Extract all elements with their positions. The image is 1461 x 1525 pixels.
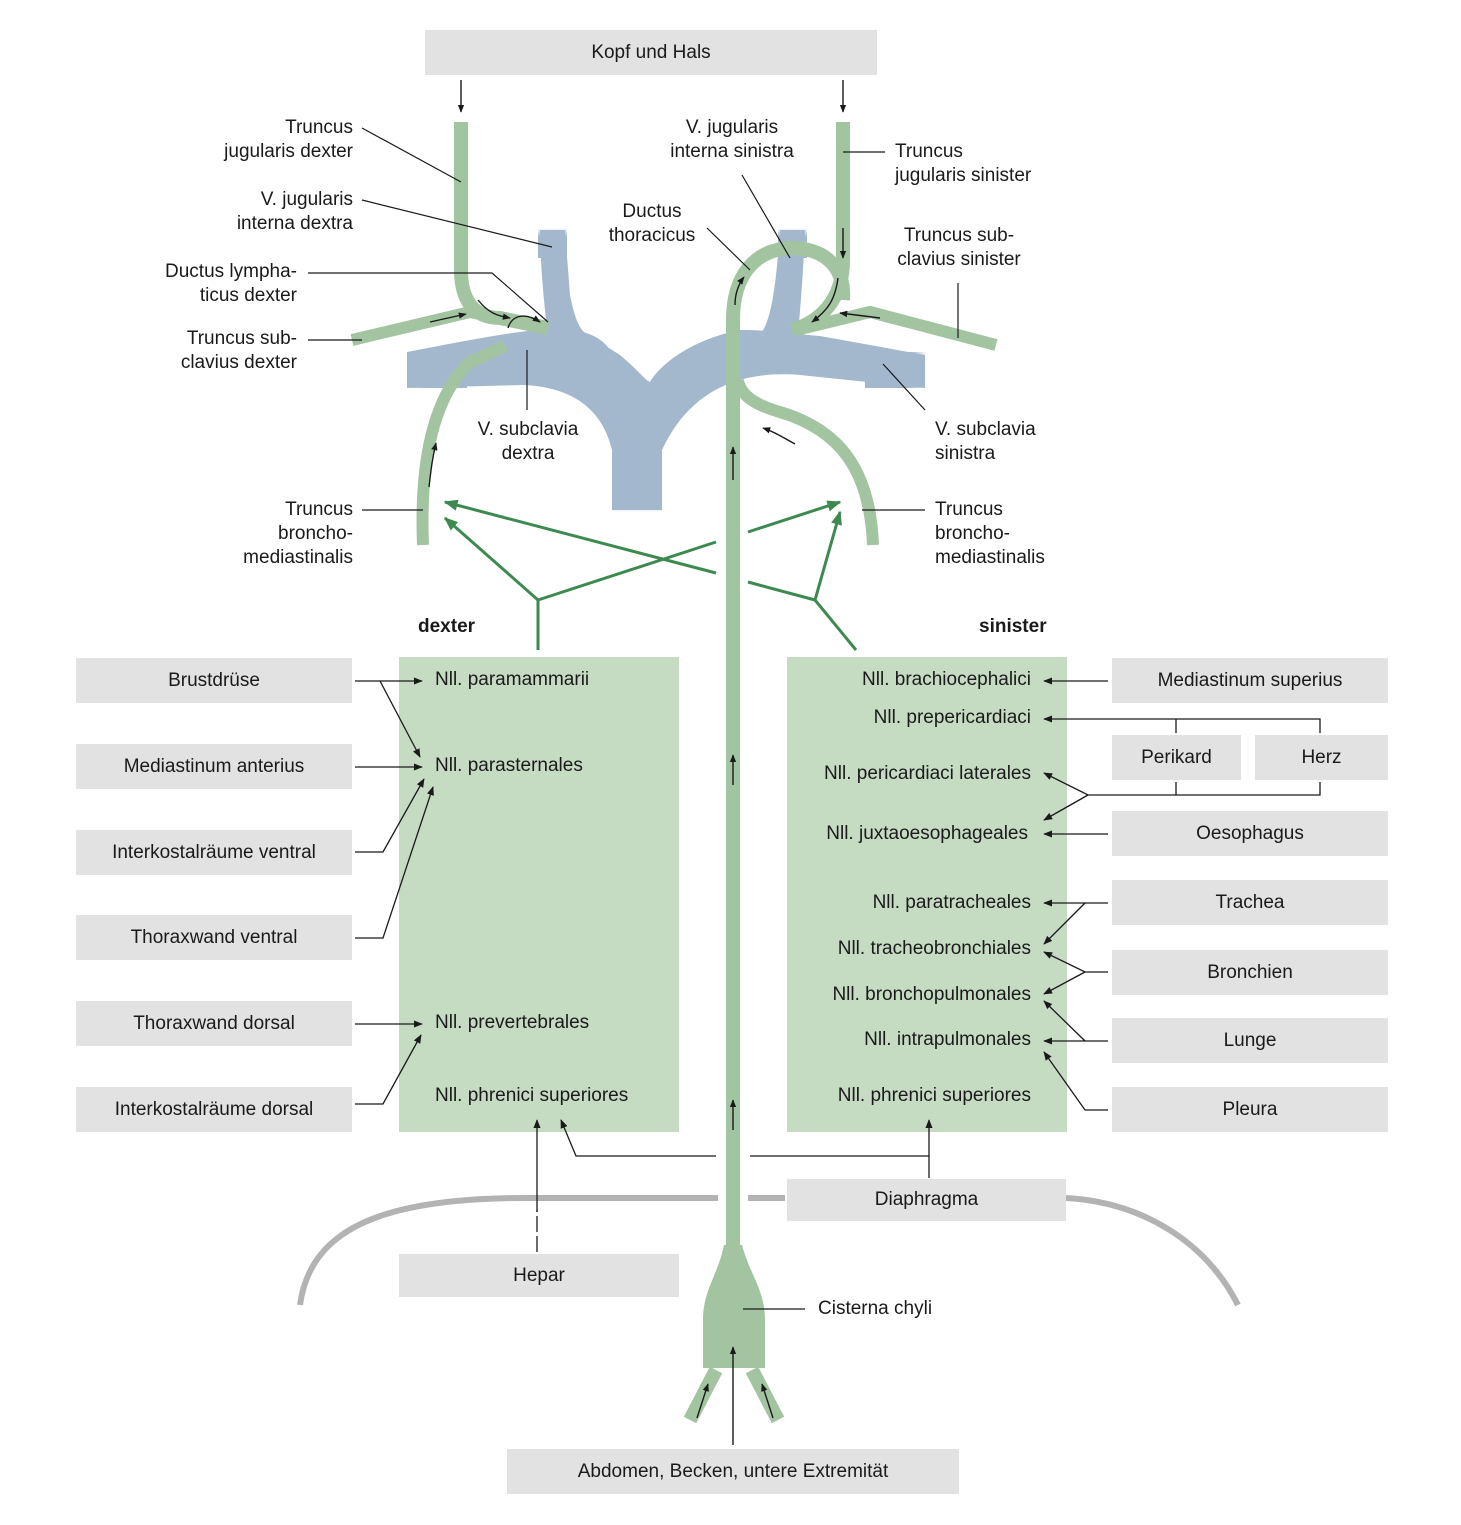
label-truncus-subclavius-sinister: Truncus sub- clavius sinister [897, 225, 1021, 270]
truncus-bronchomediastinalis-dexter-vessel [416, 340, 508, 546]
thoraxwand-ventral-box: Thoraxwand ventral [76, 915, 352, 960]
node-juxtaoesophageales: Nll. juxtaoesophageales [826, 823, 1028, 844]
label-truncus-jugularis-dexter: Truncus jugularis dexter [224, 117, 353, 162]
pleura-box: Pleura [1112, 1087, 1388, 1132]
bronchien-box: Bronchien [1112, 950, 1388, 995]
interkostal-dorsal-box: Interkostalräume dorsal [76, 1087, 352, 1132]
node-paramammarii: Nll. paramammarii [435, 669, 590, 690]
truncus-subclavius-sinister-vessel [794, 305, 998, 351]
node-brachiocephalici: Nll. brachiocephalici [862, 669, 1031, 690]
perikard-box: Perikard [1112, 735, 1241, 780]
label-v-subclavia-sinistra: V. subclavia sinistra [935, 419, 1036, 464]
node-prepericardiaci: Nll. prepericardiaci [873, 707, 1031, 728]
node-pericardiaci-laterales: Nll. pericardiaci laterales [824, 763, 1031, 784]
label-cisterna-chyli: Cisterna chyli [818, 1298, 933, 1319]
node-paratracheales: Nll. paratracheales [872, 892, 1031, 913]
lunge-box: Lunge [1112, 1018, 1388, 1063]
left-source-arrows [355, 677, 434, 1105]
ductus-over-panel [726, 380, 740, 1250]
v-cava-fade [612, 470, 662, 512]
label-ductus-thoracicus: Ductus thoracicus [608, 201, 696, 246]
truncus-jugularis-dexter-vessel [454, 122, 550, 335]
panel-dexter [399, 657, 679, 1132]
panel-sinister [787, 657, 1067, 1132]
label-v-subclavia-dextra: V. subclavia dextra [477, 419, 579, 464]
right-source-arrows [1043, 677, 1321, 1111]
truncus-subclavius-dexter-vessel [350, 305, 550, 346]
node-bronchopulmonales: Nll. bronchopulmonales [832, 984, 1031, 1005]
herz-box: Herz [1255, 735, 1388, 780]
flow-arrows [428, 80, 881, 1445]
leader-lines [308, 127, 959, 1310]
node-phrenici-dexter: Nll. phrenici superiores [435, 1085, 629, 1106]
interkostal-ventral-box: Interkostalräume ventral [76, 830, 352, 875]
trachea-box: Trachea [1112, 880, 1388, 925]
dexter-label: dexter [418, 616, 476, 637]
node-parasternales: Nll. parasternales [435, 755, 583, 776]
node-intrapulmonales: Nll. intrapulmonales [864, 1029, 1031, 1050]
thoraxwand-dorsal-box: Thoraxwand dorsal [76, 1001, 352, 1046]
diaphragm-arc-left [297, 1195, 718, 1306]
label-ductus-lymphaticus-dexter: Ductus lympha- ticus dexter [165, 261, 297, 306]
abdomen-box: Abdomen, Becken, untere Extremität [507, 1449, 959, 1494]
node-prevertebrales: Nll. prevertebrales [435, 1012, 590, 1033]
cisterna-chyli-shape [703, 1245, 765, 1368]
label-truncus-bronchomediastinalis-dexter: Truncus broncho- mediastinalis [243, 499, 353, 568]
abdominal-trunk-left [683, 1366, 723, 1424]
mediastinum-superius-box: Mediastinum superius [1112, 658, 1388, 703]
sinister-label: sinister [979, 616, 1047, 637]
mediastinum-anterius-box: Mediastinum anterius [76, 744, 352, 789]
node-phrenici-sinister: Nll. phrenici superiores [837, 1085, 1031, 1106]
label-v-jugularis-interna-dextra: V. jugularis interna dextra [236, 189, 353, 234]
hepar-box: Hepar [399, 1254, 679, 1297]
node-tracheobronchiales: Nll. tracheobronchiales [837, 938, 1031, 959]
oesophagus-box: Oesophagus [1112, 811, 1388, 856]
label-v-jugularis-interna-sinistra: V. jugularis interna sinistra [670, 117, 794, 162]
kopf-und-hals-box: Kopf und Hals [425, 30, 877, 75]
diaphragm-arc-right [748, 1195, 1241, 1307]
label-truncus-jugularis-sinister: Truncus jugularis sinister [895, 141, 1032, 186]
label-truncus-bronchomediastinalis-sinister: Truncus broncho- mediastinalis [935, 499, 1045, 568]
truncus-bronchomediastinalis-sinister-vessel [732, 378, 879, 546]
convergence-arrows [443, 499, 858, 651]
venous-angle-dexter [407, 230, 925, 510]
bottom-source-arrows [533, 1119, 933, 1252]
diaphragma-box: Diaphragma [787, 1179, 1066, 1221]
label-truncus-subclavius-dexter: Truncus sub- clavius dexter [180, 328, 297, 373]
brustdruese-box: Brustdrüse [76, 658, 352, 703]
